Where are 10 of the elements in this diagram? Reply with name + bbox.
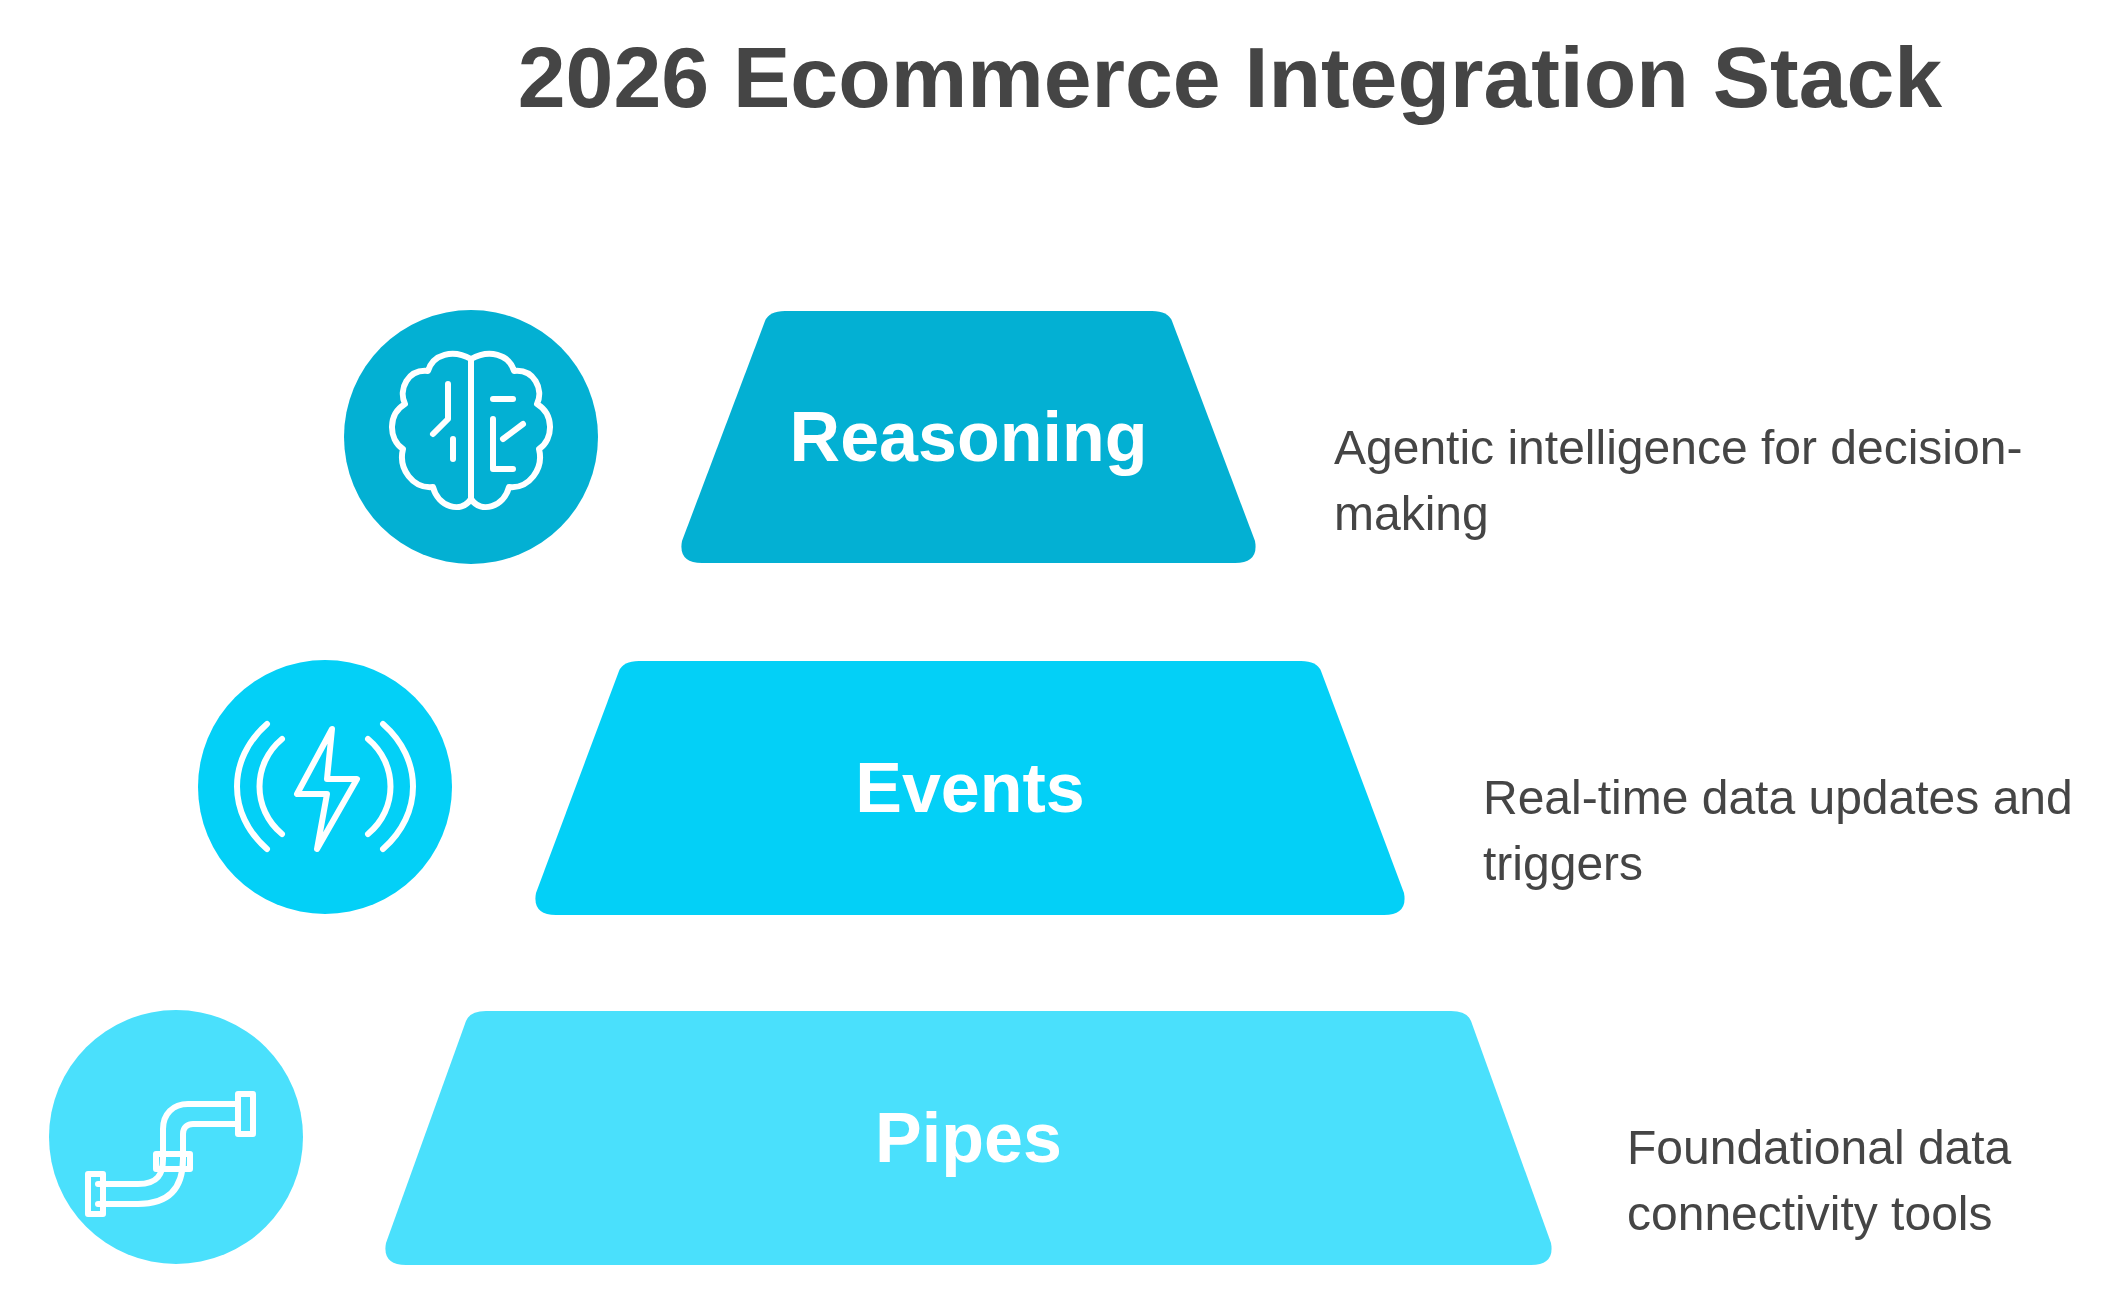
tier-label: Events [854, 748, 1086, 828]
tier-description: Agentic intelligence for decision-making [1334, 420, 2024, 542]
pyramid-tier [384, 1011, 1553, 1265]
diagram-title: 2026 Ecommerce Integration Stack [516, 28, 1944, 127]
tier-label: Reasoning [788, 397, 1149, 477]
tier-description: Foundational data connectivity tools [1627, 1120, 2013, 1242]
pyramid-tier [680, 311, 1257, 563]
tier-label: Pipes [874, 1098, 1063, 1178]
pyramid-tier [534, 661, 1406, 915]
tier-description: Real-time data updates and triggers [1483, 770, 2074, 892]
